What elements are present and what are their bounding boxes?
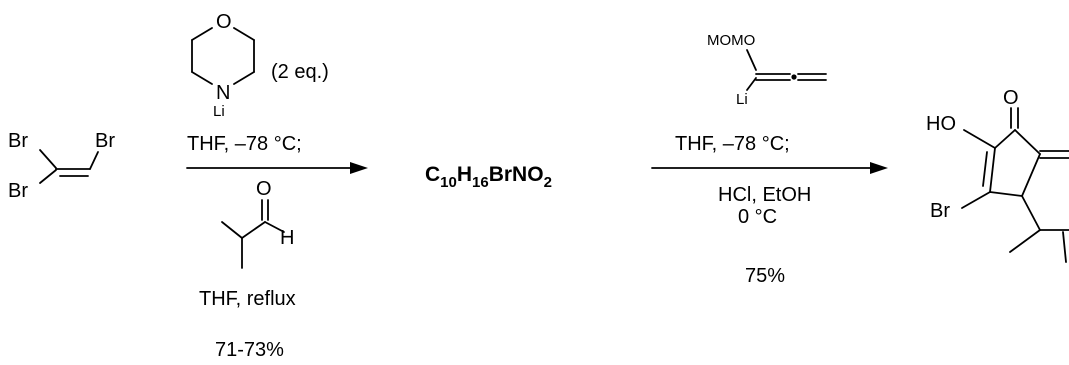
- reagent-momo-allenyllithium: MOMO Li: [707, 32, 827, 108]
- ring-bond: [233, 71, 255, 85]
- step1-condition-top: THF, –78 °C;: [187, 133, 302, 155]
- bond-ipr-ch3: [1009, 229, 1041, 253]
- step2-condition-mid2: 0 °C: [738, 206, 777, 228]
- bond-c-ipr: [1021, 195, 1041, 231]
- atom-ho: HO: [926, 113, 956, 135]
- formula-brno: BrNO: [489, 163, 544, 186]
- atom-br-bottom-left: Br: [8, 180, 28, 202]
- atom-o: O: [216, 11, 232, 33]
- ring-bond: [994, 129, 1016, 149]
- atom-li: Li: [213, 103, 225, 120]
- step2-yield: 75%: [745, 265, 785, 287]
- start-material-tribromoethylene: Br Br Br: [8, 130, 115, 202]
- equiv-label: (2 eq.): [271, 61, 329, 83]
- bond-ipr-tail: [1062, 231, 1067, 263]
- bond-cbr-3: [89, 151, 99, 170]
- atom-o: O: [256, 178, 272, 200]
- bond-cli: [746, 77, 757, 91]
- formula-o-count: 2: [544, 174, 552, 191]
- atom-br-top-left: Br: [8, 130, 28, 152]
- atom-h: H: [280, 227, 294, 249]
- atom-br: Br: [930, 200, 950, 222]
- formula-c: C: [425, 163, 440, 186]
- ring-bond: [191, 71, 213, 85]
- ring-bond: [233, 27, 255, 41]
- reagent-lithium-morpholide: O N Li: [191, 11, 255, 120]
- bond-cbr-1: [39, 149, 57, 169]
- step1-yield: 71-73%: [215, 339, 284, 361]
- intermediate-formula: C10H16BrNO2: [425, 163, 552, 191]
- ring-bond: [1014, 129, 1041, 155]
- reaction-arrow-2: [651, 162, 888, 174]
- atom-o: O: [1003, 87, 1019, 109]
- formula-h: H: [457, 163, 472, 186]
- arrow-head: [870, 162, 888, 174]
- atom-momo: MOMO: [707, 32, 755, 49]
- bond-c-br: [961, 191, 991, 209]
- ring-bond: [1021, 153, 1041, 197]
- arrow-head: [350, 162, 368, 174]
- bond-c-oh: [963, 129, 996, 149]
- bond-ch: [264, 221, 285, 233]
- ring-bond: [989, 191, 1023, 197]
- atom-n: N: [216, 82, 230, 104]
- ring-bond: [191, 27, 213, 41]
- reaction-arrow-1: [186, 162, 368, 174]
- ring-bond-double-inner: [982, 151, 988, 187]
- formula-h-count: 16: [472, 174, 489, 191]
- product-cyclopentenone: HO O Br: [926, 87, 1069, 263]
- allene-center-dot: [791, 74, 797, 80]
- step1-condition-bottom: THF, reflux: [199, 288, 296, 310]
- step2-condition-mid1: HCl, EtOH: [718, 184, 811, 206]
- bond-cbr-2: [39, 169, 57, 184]
- bond-oc: [746, 49, 757, 71]
- formula-c-count: 10: [440, 174, 457, 191]
- bond-cc: [241, 221, 266, 239]
- atom-li: Li: [736, 91, 748, 108]
- step2-condition-top: THF, –78 °C;: [675, 133, 790, 155]
- reagent-isobutyraldehyde: O H: [221, 178, 294, 269]
- ring-bond-double: [989, 147, 996, 193]
- bond-ch3: [221, 221, 243, 239]
- atom-br-top-right: Br: [95, 130, 115, 152]
